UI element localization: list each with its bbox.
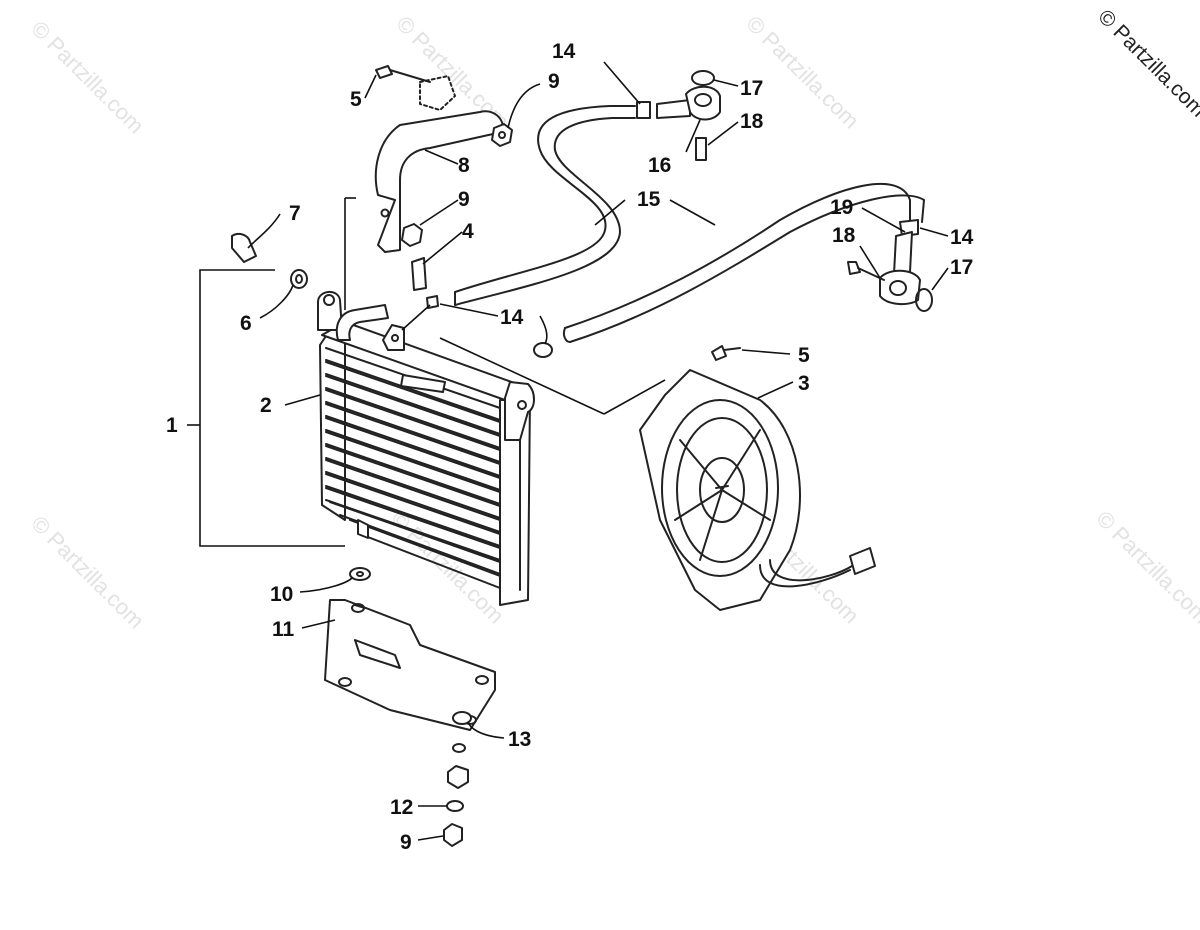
hose-clamp-part-14-top: [636, 101, 651, 119]
nut-part-9-top: [491, 123, 513, 147]
callout-15: 15: [637, 188, 661, 211]
assembly-bracket-1: [199, 269, 345, 547]
leader-lines: [247, 61, 949, 841]
lower-bracket-part-11: [324, 599, 496, 731]
clamp-part-4: [411, 257, 439, 309]
watermark-top-left: © Partzilla.com: [26, 16, 149, 139]
callout-7: 7: [289, 202, 301, 225]
callout-16: 16: [648, 154, 671, 177]
o-ring-part-17-right: [915, 288, 933, 312]
callout-19: 19: [830, 196, 853, 219]
callout-5-top: 5: [350, 88, 362, 111]
bolt-part-5-top: [375, 65, 456, 111]
callout-12: 12: [390, 796, 413, 819]
bolt-part-18-right: [847, 261, 885, 281]
watermarks: © Partzilla.com © Partzilla.com © Partzi…: [26, 11, 1200, 634]
washer-part-12: [446, 743, 469, 812]
callout-9-bottom: 9: [400, 831, 412, 854]
callout-18-right: 18: [832, 224, 856, 247]
callout-5-fan: 5: [798, 344, 810, 367]
fitting-part-19: [879, 231, 921, 306]
grommet-part-6: [290, 269, 308, 289]
oil-cooler-part-2: [317, 291, 535, 606]
fan-part-3: [639, 369, 876, 611]
copyright-corner: © Partzilla.com: [1093, 5, 1200, 121]
callout-6: 6: [240, 312, 252, 335]
callout-11: 11: [272, 618, 295, 641]
grommet-part-10: [349, 567, 371, 581]
washer-part-13: [452, 711, 472, 725]
upper-bracket-part-8: [374, 110, 504, 253]
watermark-bottom-left: © Partzilla.com: [26, 511, 149, 634]
callout-14-bottom: 14: [500, 306, 524, 329]
callout-17-right: 17: [950, 256, 973, 279]
bolt-part-7: [231, 233, 257, 263]
callout-3: 3: [798, 372, 810, 395]
hose-clamp-part-14-bottom: [533, 342, 553, 358]
callout-14-top: 14: [552, 40, 576, 63]
callout-9-middle: 9: [458, 188, 470, 211]
callout-8: 8: [458, 154, 470, 177]
callout-10: 10: [270, 583, 293, 606]
fitting-part-16: [656, 85, 721, 121]
callout-1: 1: [166, 414, 178, 437]
nut-part-9-bottom: [443, 823, 463, 847]
callout-9-top: 9: [548, 70, 560, 93]
o-ring-part-17-top: [691, 70, 715, 86]
callout-4: 4: [462, 220, 474, 243]
callout-18-top: 18: [740, 110, 764, 133]
callout-14-right: 14: [950, 226, 974, 249]
callout-labels: 1 2 3 4 5 5 6 7 8 9 9 9 10 11 12 13 14 1…: [166, 40, 974, 854]
watermark-bottom-right: © Partzilla.com: [1091, 506, 1200, 629]
hose-part-15: [454, 105, 925, 343]
callout-17-top: 17: [740, 77, 763, 100]
nut-part-9-middle: [401, 223, 423, 247]
callout-13: 13: [508, 728, 531, 751]
bolt-part-5-fan: [711, 345, 741, 361]
callout-2: 2: [260, 394, 272, 417]
bolt-part-18-top: [695, 137, 707, 161]
